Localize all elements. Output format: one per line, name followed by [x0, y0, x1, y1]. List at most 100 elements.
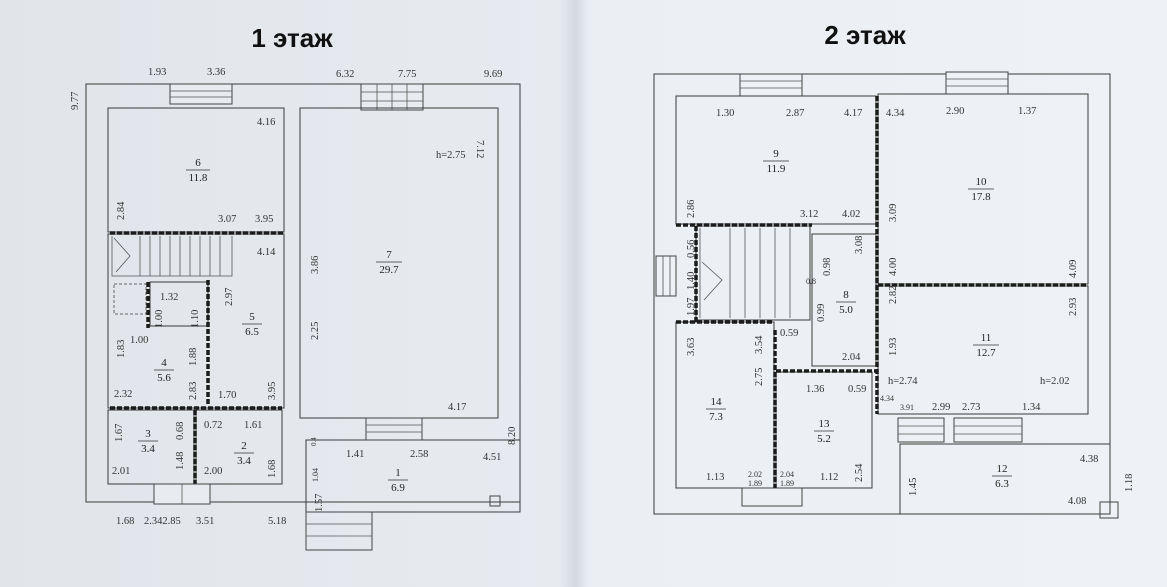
dim: 2.86 [686, 200, 697, 218]
dim: 3.09 [888, 204, 899, 222]
room-2-number: 2 [241, 440, 247, 452]
dim: 0.59 [780, 328, 798, 339]
floor2-bottom-door [741, 487, 803, 507]
dim: 2.342.85 [144, 516, 181, 527]
dim: 1.89 [780, 479, 794, 488]
dim: 2.83 [188, 382, 199, 400]
room-3-number: 3 [145, 428, 151, 440]
dim: 2.25 [310, 322, 321, 340]
dim: 1.61 [244, 420, 262, 431]
floor2-outer-wall [653, 73, 1111, 515]
dim: 1.57 [314, 494, 325, 512]
dim: 0.68 [175, 422, 186, 440]
dim: 3.51 [196, 516, 214, 527]
dim: 2.97 [224, 288, 235, 306]
room-12-number: 12 [997, 463, 1008, 475]
room-14-area: 7.3 [709, 411, 723, 423]
dim: 1.48 [175, 452, 186, 470]
floor2-window-top-right [945, 71, 1009, 95]
dim: 3.95 [255, 214, 273, 225]
dim: 4.08 [1068, 496, 1086, 507]
dim: 1.68 [116, 516, 134, 527]
dim: 2.87 [786, 108, 804, 119]
dim: 3.12 [800, 209, 818, 220]
dim: 4.51 [483, 452, 501, 463]
dim: 1.40 [686, 272, 697, 290]
floor2-bottom-windows [897, 417, 1023, 443]
floor1-corner-post [489, 495, 501, 507]
dim: 2.84 [116, 201, 127, 220]
dim: 0.8 [806, 277, 816, 286]
dim: 1.41 [346, 449, 364, 460]
dim: 7.75 [398, 69, 416, 80]
floor2-room-12 [899, 443, 1111, 515]
room-3-area: 3.4 [141, 443, 155, 455]
dim: 4.09 [1068, 260, 1079, 278]
dim: 2.93 [1068, 298, 1079, 316]
dim: 1.93 [148, 67, 166, 78]
dim: 9.69 [484, 69, 502, 80]
dim: 4.34 [886, 108, 905, 119]
dim: 1.68 [267, 460, 278, 478]
room-13-area: 5.2 [817, 433, 831, 445]
floor2-title: 2 этаж [824, 20, 906, 50]
dim: 2.00 [204, 466, 222, 477]
dim: 3.86 [310, 256, 321, 274]
dim: 4.38 [1080, 454, 1098, 465]
room-11-number: 11 [981, 332, 992, 344]
dim: 1.88 [188, 348, 199, 366]
dim: 2.01 [112, 466, 130, 477]
dim: 0.99 [816, 304, 827, 322]
dim: h=2.74 [888, 376, 918, 387]
dim: 1.70 [218, 390, 236, 401]
dim: 3.95 [267, 382, 278, 400]
floor1-plan: 1 этаж [70, 23, 521, 551]
room-10-number: 10 [976, 176, 988, 188]
dim: 1.67 [114, 424, 125, 442]
dim: 4.16 [257, 117, 275, 128]
room-2-area: 3.4 [237, 455, 251, 467]
floor1-title: 1 этаж [251, 23, 333, 53]
dim: 1.97 [686, 298, 697, 316]
room-12-area: 6.3 [995, 478, 1009, 490]
dim: 1.04 [311, 468, 320, 482]
room-14-number: 14 [711, 396, 723, 408]
dim: 3.91 [900, 403, 914, 412]
dim: 1.10 [190, 310, 201, 328]
dim: 1.13 [706, 472, 724, 483]
room-9-area: 11.9 [767, 163, 786, 175]
dim: 2.99 [932, 402, 950, 413]
dim: 4.17 [448, 402, 466, 413]
floor1-outer-wall [85, 83, 521, 503]
dim: 1.83 [116, 340, 127, 358]
dim: 0.59 [848, 384, 866, 395]
dim: 1.45 [908, 478, 919, 496]
room-1-number: 1 [395, 467, 401, 479]
dim: 4.34 [880, 394, 894, 403]
dim: 3.54 [754, 335, 765, 354]
dim: 3.08 [854, 236, 865, 254]
floor1-bottom-door [153, 483, 211, 505]
dim: 4.02 [842, 209, 860, 220]
room-6-number: 6 [195, 157, 201, 169]
room-5-area: 6.5 [245, 326, 259, 338]
floor2-window-left [655, 255, 677, 297]
dim: 1.30 [716, 108, 734, 119]
dim: 0.98 [822, 258, 833, 276]
room-1-area: 6.9 [391, 482, 405, 494]
dim: 4.00 [888, 258, 899, 276]
dim: 7.12 [474, 140, 485, 158]
dim: h=2.02 [1040, 376, 1070, 387]
floor1-staircase [111, 236, 233, 315]
dim: 8.20 [507, 427, 518, 445]
dim: 1.36 [806, 384, 824, 395]
dim: 0.56 [686, 240, 697, 258]
dim: 2.54 [854, 463, 865, 482]
dim: 4.17 [844, 108, 862, 119]
dim: h=2.75 [436, 150, 466, 161]
dim: 3.36 [207, 67, 225, 78]
dim: 3.63 [686, 338, 697, 356]
room-4-number: 4 [161, 357, 167, 369]
